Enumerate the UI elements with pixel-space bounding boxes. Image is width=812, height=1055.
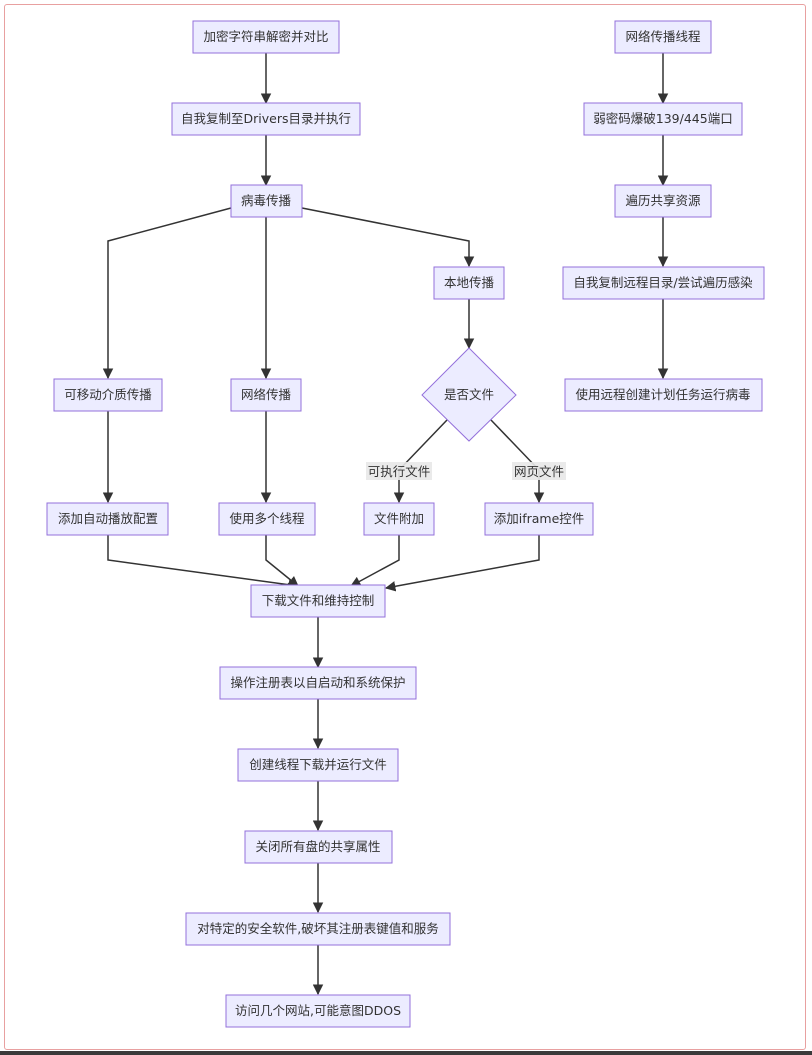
svg-text:可执行文件: 可执行文件: [368, 464, 431, 479]
svg-text:关闭所有盘的共享属性: 关闭所有盘的共享属性: [255, 839, 380, 854]
svg-text:网络传播线程: 网络传播线程: [625, 29, 701, 44]
svg-text:使用远程创建计划任务运行病毒: 使用远程创建计划任务运行病毒: [575, 387, 750, 402]
node-remote-copy: 自我复制远程目录/尝试遍历感染: [562, 266, 765, 300]
node-registry: 操作注册表以自启动和系统保护: [219, 666, 417, 700]
node-removable: 可移动介质传播: [53, 378, 163, 412]
svg-text:添加iframe控件: 添加iframe控件: [494, 511, 585, 526]
node-net-thread: 网络传播线程: [614, 20, 712, 54]
edge-isfile-iframe: [490, 419, 545, 504]
svg-text:使用多个线程: 使用多个线程: [229, 511, 305, 526]
diagram-frame: [4, 4, 806, 1050]
node-download: 下载文件和维持控制: [250, 584, 386, 618]
edge-multithread-download: [265, 535, 299, 587]
svg-text:创建线程下载并运行文件: 创建线程下载并运行文件: [249, 757, 387, 772]
svg-text:对特定的安全软件,破坏其注册表键值和服务: 对特定的安全软件,破坏其注册表键值和服务: [197, 921, 438, 936]
svg-text:文件附加: 文件附加: [374, 511, 424, 526]
node-thread-run: 创建线程下载并运行文件: [237, 748, 399, 782]
svg-text:操作注册表以自启动和系统保护: 操作注册表以自启动和系统保护: [230, 675, 405, 690]
node-schedule: 使用远程创建计划任务运行病毒: [564, 378, 763, 412]
edge-fileattach-download: [350, 535, 400, 587]
svg-text:遍历共享资源: 遍历共享资源: [625, 193, 701, 208]
svg-text:添加自动播放配置: 添加自动播放配置: [58, 511, 158, 526]
node-decrypt: 加密字符串解密并对比: [192, 20, 340, 54]
svg-text:网页文件: 网页文件: [514, 464, 564, 479]
svg-text:下载文件和维持控制: 下载文件和维持控制: [262, 593, 375, 608]
svg-text:可移动介质传播: 可移动介质传播: [64, 387, 152, 402]
node-close-share: 关闭所有盘的共享属性: [244, 830, 393, 864]
edge-spread-removable: [102, 207, 232, 380]
node-autoplay: 添加自动播放配置: [46, 502, 169, 536]
svg-text:是否文件: 是否文件: [444, 387, 494, 402]
bottom-rule: [0, 1051, 812, 1055]
edge-autoplay-download: [107, 535, 300, 590]
svg-text:本地传播: 本地传播: [444, 275, 495, 290]
edge-label-webpage: 网页文件: [512, 462, 566, 480]
svg-text:网络传播: 网络传播: [241, 387, 292, 402]
svg-text:访问几个网站,可能意图DDOS: 访问几个网站,可能意图DDOS: [235, 1003, 401, 1018]
edges: [102, 53, 669, 996]
edge-isfile-fileattach: [393, 419, 448, 504]
node-is-file: 是否文件: [421, 347, 517, 442]
node-iframe: 添加iframe控件: [484, 502, 594, 536]
node-spread: 病毒传播: [230, 184, 303, 218]
node-file-attach: 文件附加: [363, 502, 435, 536]
node-brute: 弱密码爆破139/445端口: [583, 102, 743, 136]
svg-text:病毒传播: 病毒传播: [241, 193, 292, 208]
edge-spread-local: [301, 207, 475, 268]
svg-text:自我复制至Drivers目录并执行: 自我复制至Drivers目录并执行: [181, 111, 351, 126]
node-self-copy: 自我复制至Drivers目录并执行: [171, 102, 361, 136]
node-network: 网络传播: [230, 378, 302, 412]
node-traverse: 遍历共享资源: [614, 184, 712, 218]
node-local: 本地传播: [433, 266, 505, 300]
svg-text:加密字符串解密并对比: 加密字符串解密并对比: [203, 29, 328, 44]
svg-text:弱密码爆破139/445端口: 弱密码爆破139/445端口: [593, 111, 732, 126]
node-security: 对特定的安全软件,破坏其注册表键值和服务: [185, 912, 451, 946]
edge-label-executable: 可执行文件: [366, 462, 432, 480]
node-ddos: 访问几个网站,可能意图DDOS: [225, 994, 411, 1028]
node-multithread: 使用多个线程: [218, 502, 316, 536]
svg-text:自我复制远程目录/尝试遍历感染: 自我复制远程目录/尝试遍历感染: [573, 275, 753, 290]
edge-iframe-download: [384, 535, 540, 592]
